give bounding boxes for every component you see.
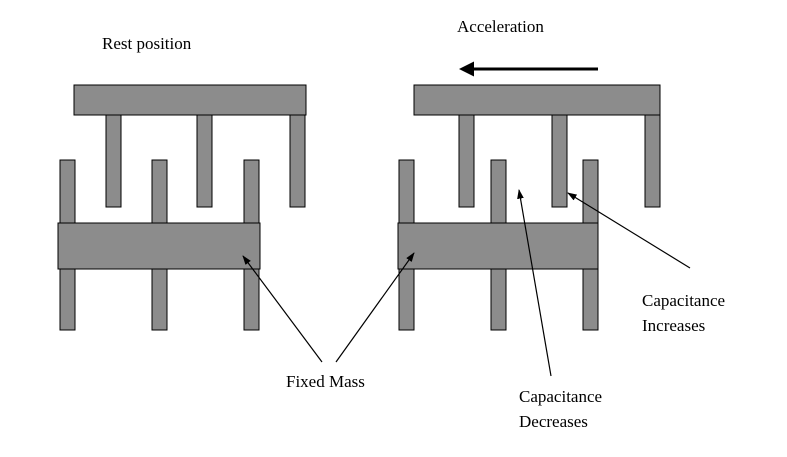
rest-position-assembly <box>57 84 307 331</box>
rest-fixed-bar <box>57 222 261 270</box>
capacitance-increases-pointer <box>567 192 691 269</box>
acceleration-label: Acceleration <box>457 17 544 36</box>
accel-top-finger <box>644 114 661 208</box>
rest-top-finger <box>105 114 122 208</box>
capacitance-decreases-label-line2: Decreases <box>519 412 588 431</box>
accel-top-finger <box>458 114 475 208</box>
accel-top-bar <box>413 84 661 116</box>
rest-fixed-mass <box>57 159 261 331</box>
rest-position-label: Rest position <box>102 34 192 53</box>
capacitance-decreases-pointer <box>517 189 552 377</box>
acceleration-assembly <box>397 84 661 331</box>
rest-top-finger <box>289 114 306 208</box>
fixed-mass-pointer-left <box>242 255 323 363</box>
accel-fixed-bar <box>397 222 599 270</box>
fixed-mass-pointer-right <box>335 252 415 363</box>
rest-top-bar <box>73 84 307 116</box>
capacitance-increases-label-line2: Increases <box>642 316 705 335</box>
capacitance-increases-label-line1: Capacitance <box>642 291 725 310</box>
rest-movable-comb <box>73 84 307 208</box>
accel-top-finger <box>551 114 568 208</box>
accel-movable-comb <box>413 84 661 208</box>
capacitance-decreases-label-line1: Capacitance <box>519 387 602 406</box>
fixed-mass-label: Fixed Mass <box>286 372 365 391</box>
accel-fixed-mass <box>397 159 599 331</box>
rest-top-finger <box>196 114 213 208</box>
